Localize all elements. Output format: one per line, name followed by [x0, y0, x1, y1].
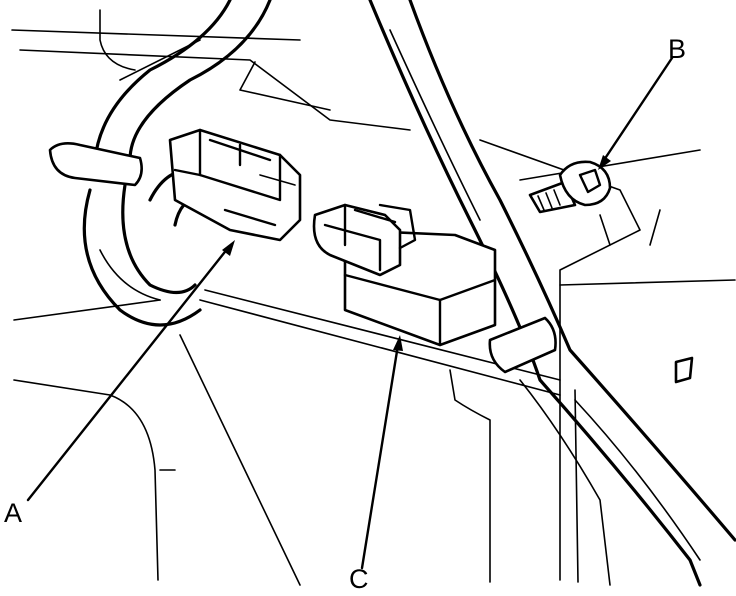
connector-c-module	[312, 203, 497, 347]
main-wire-harness	[368, 0, 736, 587]
callout-a: A	[4, 498, 22, 528]
leader-lines	[26, 56, 674, 570]
connector-a	[168, 128, 302, 242]
callout-c: C	[349, 564, 369, 594]
loop-wire-clip	[48, 142, 143, 187]
harness-clip	[488, 316, 557, 374]
bolt-b	[528, 160, 612, 214]
panel-hole	[674, 356, 694, 384]
callout-b: B	[668, 34, 686, 64]
